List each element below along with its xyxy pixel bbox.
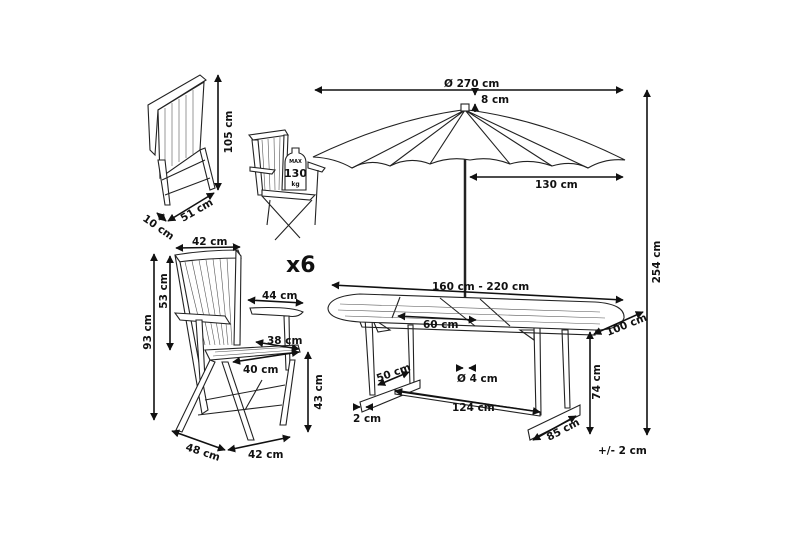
foot-length-arrow [532, 415, 577, 441]
table-extension-arrow [397, 312, 477, 324]
chair-base-width-label: 42 cm [248, 449, 283, 461]
foot-depth-arrow [377, 371, 410, 386]
base-length-arrow [394, 388, 541, 415]
folded-height-label: 105 cm [223, 111, 235, 154]
chair-arm-length-arrow [247, 296, 304, 307]
chair-base-depth-label: 48 cm [184, 441, 221, 463]
chair-base-width-arrow [227, 434, 291, 453]
chair-seat-depth-arrow [255, 339, 300, 352]
table-extension-label: 60 cm [423, 319, 458, 331]
chair-top-width-label: 42 cm [192, 236, 227, 248]
table-height-label: 74 cm [591, 364, 603, 399]
chair-seat-height-label: 43 cm [313, 374, 325, 409]
chair-seat-width-label: 40 cm [243, 364, 278, 376]
folded-width-label: 51 cm [179, 196, 216, 224]
table-foot-depth-label: 50 cm [375, 361, 412, 384]
umbrella-radius-label: 130 cm [535, 179, 578, 191]
table-length-arrow [331, 281, 624, 304]
table-width-arrow [593, 311, 644, 335]
umbrella [312, 103, 626, 300]
chair-base-depth-arrow [171, 429, 226, 452]
chair-total-height-label: 93 cm [142, 314, 154, 349]
load-max-text: MAX [289, 159, 302, 165]
load-unit-text: kg [291, 181, 299, 188]
folded-depth-arrow [156, 212, 167, 222]
total-height-label: 254 cm [651, 241, 663, 284]
table-length-label: 160 cm - 220 cm [432, 281, 529, 293]
table-base-length-label: 124 cm [452, 402, 495, 414]
quantity-label: x6 [286, 253, 316, 278]
chair-seat-width-arrow [232, 349, 300, 365]
chair-back-height-label: 53 cm [158, 273, 170, 308]
umbrella-top-label: 8 cm [481, 94, 509, 106]
chair-top-width-arrow [175, 243, 241, 252]
load-value-text: 130 [284, 167, 307, 180]
table-hole-label: Ø 4 cm [457, 373, 498, 385]
folded-width-arrow [167, 192, 215, 222]
table-foot-thickness-label: 2 cm [353, 413, 381, 425]
chair-seat-depth-label: 38 cm [267, 335, 302, 347]
small-chair-load-illustration: MAX 130 kg [247, 129, 326, 241]
umbrella-diameter-label: Ø 270 cm [444, 78, 499, 90]
folded-chair [147, 74, 216, 206]
folded-depth-label: 10 cm [140, 213, 176, 243]
tolerance-label: +/- 2 cm [598, 445, 647, 457]
chair-arm-length-label: 44 cm [262, 290, 297, 302]
